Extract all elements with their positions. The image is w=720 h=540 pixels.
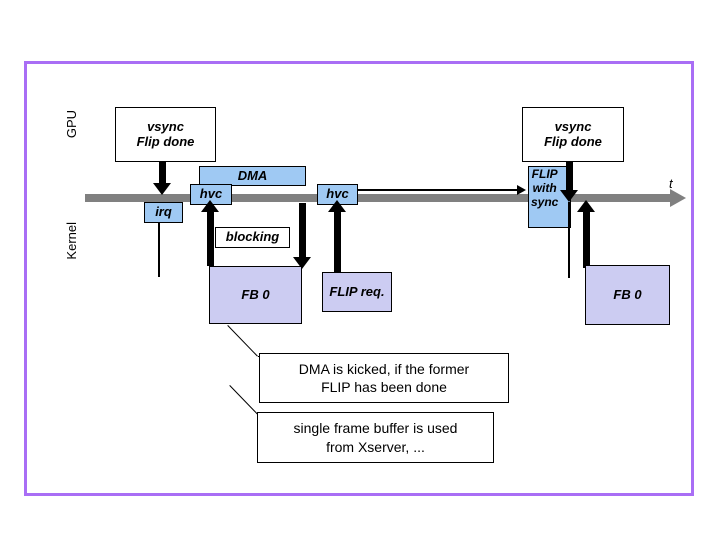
gpu-event-vsync-right: vsync Flip done [522, 107, 624, 162]
arrow-vsync-to-irq-head [153, 183, 171, 195]
connector-hvc2-to-flip-head [517, 185, 526, 195]
arrow-vsync-to-irq [159, 161, 166, 185]
slide-border-frame [24, 61, 694, 496]
lifeline-flip-sync [568, 202, 570, 278]
arrow-dma-to-fb0 [299, 203, 306, 259]
callout-dma-kicked: DMA is kicked, if the former FLIP has be… [259, 353, 509, 403]
timeline-axis [85, 194, 670, 202]
lane-label-kernel: Kernel [64, 222, 79, 260]
boundary-box-hvc-2: hvc [317, 184, 358, 205]
arrow-fb0-to-hvc1 [207, 212, 214, 266]
arrow-flipreq-to-hvc2 [334, 212, 341, 274]
kernel-box-fb0-right: FB 0 [585, 265, 670, 325]
kernel-box-fb0-left: FB 0 [209, 266, 302, 324]
boundary-box-irq: irq [144, 202, 183, 223]
arrow-flipreq-to-hvc2-head [328, 200, 346, 212]
kernel-box-flip-req: FLIP req. [322, 272, 392, 312]
arrow-fb0right-to-timeline [583, 212, 590, 268]
lane-label-gpu: GPU [64, 110, 79, 139]
arrow-vsync-right-down-head [560, 190, 578, 202]
callout-single-frame-buffer: single frame buffer is used from Xserver… [257, 412, 494, 463]
arrow-fb0right-to-timeline-head [577, 200, 595, 212]
timeline-arrowhead [670, 189, 686, 207]
arrow-vsync-right-down [566, 161, 573, 192]
boundary-box-dma: DMA [199, 166, 306, 186]
lifeline-irq [158, 223, 160, 277]
boundary-box-flip-with-sync: FLIP with sync [528, 166, 571, 228]
timeline-axis-label: t [669, 176, 673, 191]
connector-hvc2-to-flip [358, 189, 517, 191]
kernel-box-blocking: blocking [215, 227, 290, 248]
arrow-fb0-to-hvc1-head [201, 200, 219, 212]
gpu-event-vsync-left: vsync Flip done [115, 107, 216, 162]
